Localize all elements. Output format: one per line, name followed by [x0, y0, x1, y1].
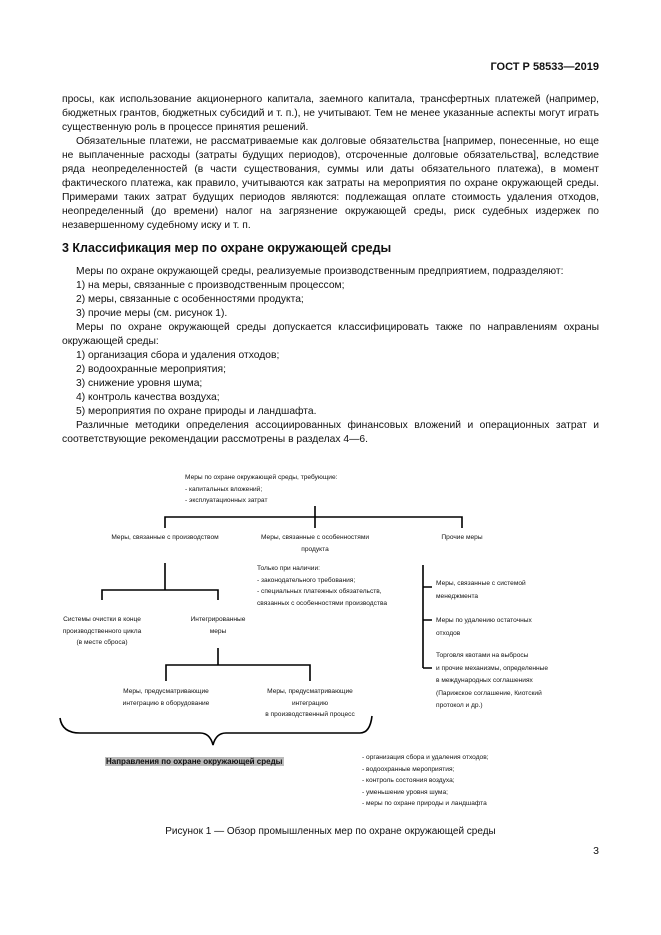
- paragraph: Обязательные платежи, не рассматриваемые…: [62, 136, 599, 231]
- only-if-note: Только при наличии:- законодательного тр…: [257, 565, 388, 607]
- section-body: Меры по охране окружающей среды, реализу…: [62, 265, 599, 447]
- list-item: 2) меры, связанные с особенностями проду…: [76, 294, 304, 305]
- paragraph: Различные методики определения ассоцииро…: [62, 420, 599, 445]
- paragraph: Меры по охране окружающей среды, реализу…: [76, 266, 564, 277]
- directions-title: Направления по охране окружающей среды: [105, 757, 284, 766]
- list-item: 1) на меры, связанные с производственным…: [76, 280, 345, 291]
- list-item: 5) мероприятия по охране природы и ландш…: [76, 406, 317, 417]
- list-item: 1) организация сбора и удаления отходов;: [76, 350, 280, 361]
- connector: [422, 565, 432, 669]
- paragraph: просы, как использование акционерного ка…: [62, 94, 599, 133]
- document-header: ГОСТ Р 58533—2019: [490, 61, 599, 73]
- figure-caption: Рисунок 1 — Обзор промышленных мер по ох…: [165, 826, 496, 837]
- connector: [165, 648, 311, 681]
- list-item: 3) прочие меры (см. рисунок 1).: [76, 308, 228, 319]
- node-other: Прочие меры: [441, 534, 483, 541]
- node-production: Меры, связанные с производством: [111, 534, 219, 541]
- connector: [101, 563, 219, 600]
- directions-list: - организация сбора и удаления отходов;-…: [362, 754, 489, 807]
- intro-text: просы, как использование акционерного ка…: [62, 93, 599, 233]
- list-item: 2) водоохранные мероприятия;: [76, 364, 226, 375]
- section-title: 3 Классификация мер по охране окружающей…: [62, 241, 392, 255]
- page-number: 3: [593, 845, 599, 857]
- brace: [59, 715, 373, 746]
- list-item: 4) контроль качества воздуха;: [76, 392, 220, 403]
- diagram-top: Меры по охране окружающей среды, требующ…: [185, 474, 338, 504]
- list-item: 3) снижение уровня шума;: [76, 378, 203, 389]
- connector: [164, 506, 463, 528]
- paragraph: Меры по охране окружающей среды допускае…: [62, 322, 599, 347]
